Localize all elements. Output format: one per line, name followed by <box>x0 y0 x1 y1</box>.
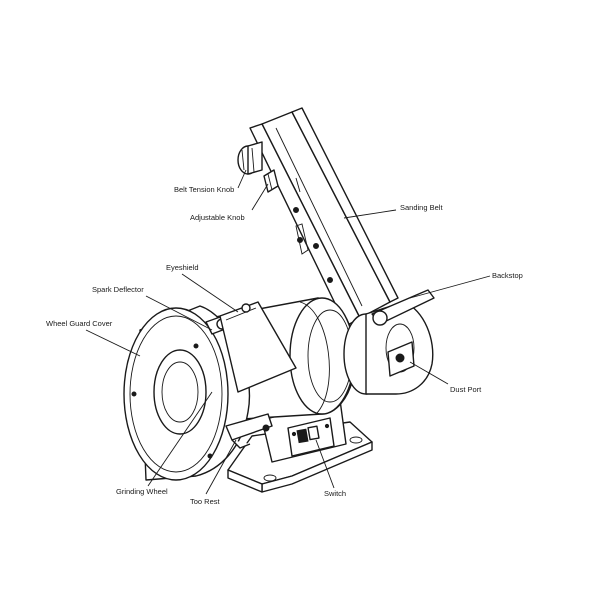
label-wheel-guard-cover: Wheel Guard Cover <box>46 319 113 328</box>
leader-lines <box>85 169 491 495</box>
label-switch: Switch <box>324 489 346 498</box>
label-sanding-belt: Sanding Belt <box>400 203 443 212</box>
leader-dust-port <box>409 361 449 385</box>
leader-eyeshield <box>181 273 239 313</box>
switch-panel <box>287 417 335 457</box>
adjustable-knob <box>263 169 279 193</box>
label-eyeshield: Eyeshield <box>166 263 199 272</box>
leader-belt-tension-knob <box>237 169 247 189</box>
label-belt-tension-knob: Belt Tension Knob <box>174 185 234 194</box>
belt-tension-knob <box>237 141 263 175</box>
leader-wheel-guard-cover <box>85 329 141 357</box>
leader-switch <box>315 439 335 489</box>
leader-spark-deflector <box>145 295 213 331</box>
label-adjustable-knob: Adjustable Knob <box>190 213 245 222</box>
backstop <box>371 289 435 326</box>
sanding-arm <box>249 107 399 327</box>
grinding-wheel <box>153 349 207 435</box>
labels: Belt Tension Knob Adjustable Knob Sandin… <box>46 185 523 506</box>
label-grinding-wheel: Grinding Wheel <box>116 487 168 496</box>
leader-grinding-wheel <box>147 391 213 487</box>
label-backstop: Backstop <box>492 271 523 280</box>
leader-backstop <box>409 275 491 299</box>
label-dust-port: Dust Port <box>450 385 482 394</box>
label-spark-deflector: Spark Deflector <box>92 285 144 294</box>
dust-port <box>387 341 415 377</box>
leader-adjustable-knob <box>251 183 269 211</box>
label-tool-rest: Too Rest <box>190 497 221 506</box>
leader-sanding-belt <box>343 209 397 219</box>
leader-tool-rest <box>205 439 237 495</box>
eyeshield <box>219 301 297 393</box>
